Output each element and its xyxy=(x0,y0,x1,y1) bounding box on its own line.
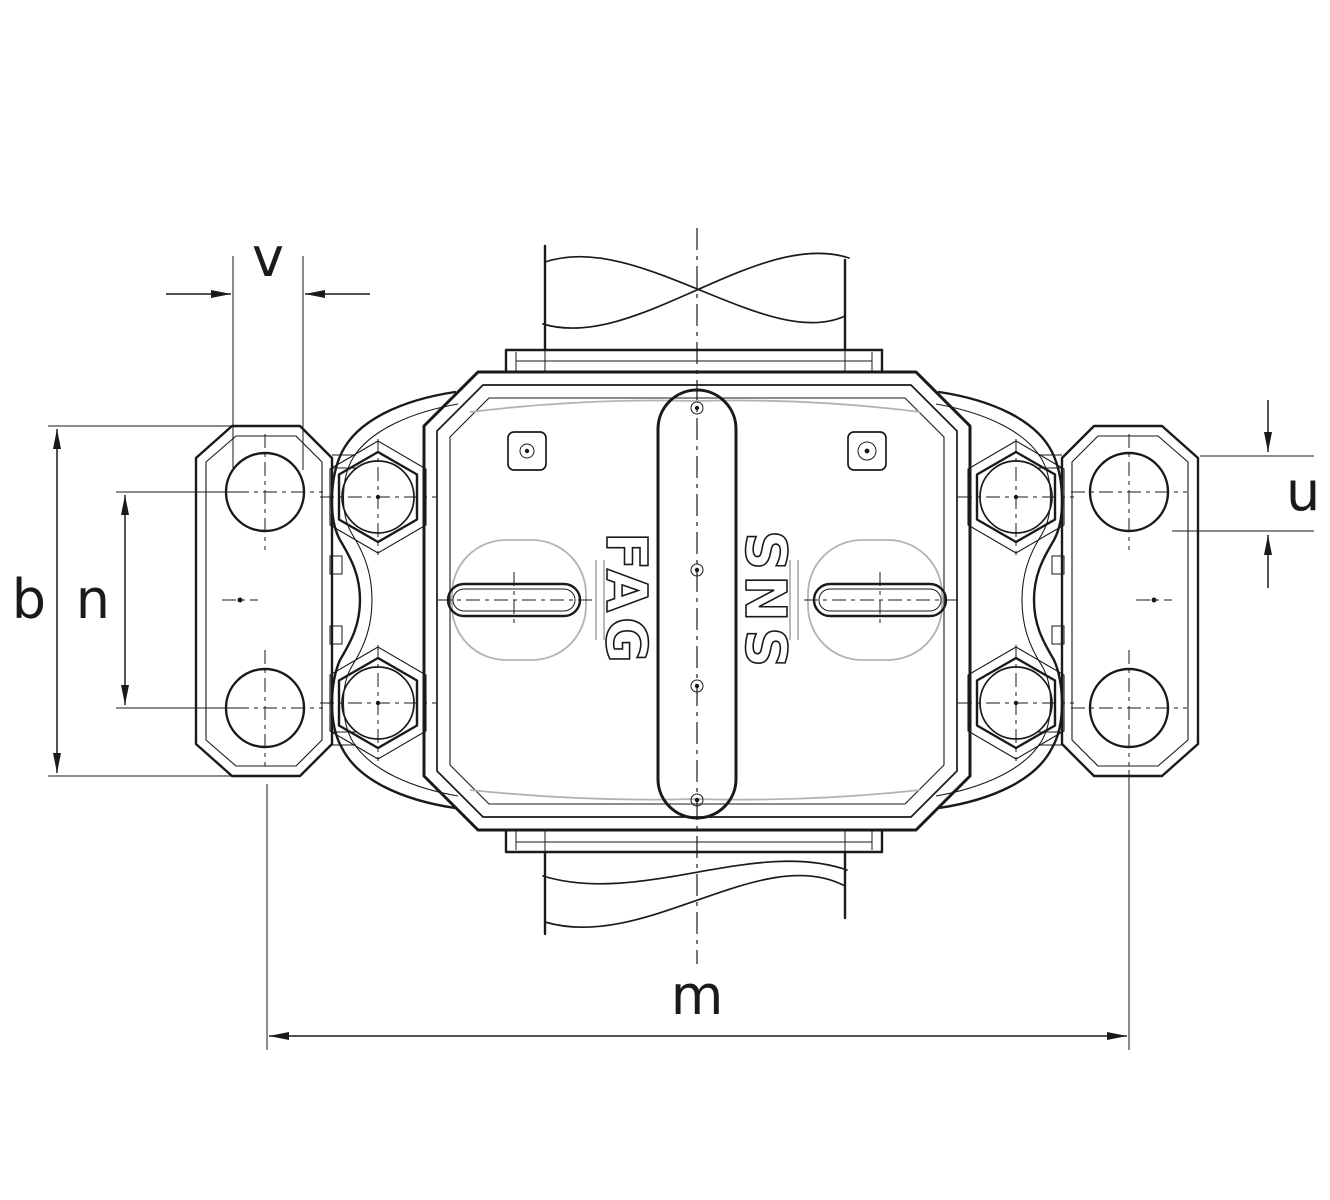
grease-boss-right xyxy=(804,539,958,661)
base-plate-left xyxy=(194,424,356,778)
shaft-bottom xyxy=(542,850,848,936)
hex-bolt-bottom-right xyxy=(958,645,1074,761)
housing-wing-right xyxy=(935,390,1065,810)
grease-boss-left xyxy=(438,539,592,661)
shaft-top xyxy=(542,244,850,352)
dimension-label-b: b xyxy=(12,568,46,631)
dimension-label-m: m xyxy=(671,964,724,1027)
hex-bolt-bottom-left xyxy=(320,645,436,761)
sns-series-text: SNS xyxy=(736,525,801,668)
screw-feature-left xyxy=(507,431,547,471)
dimension-u: u xyxy=(1172,400,1320,588)
brand-marks: FAG SNS xyxy=(592,524,802,669)
dimension-label-v: v xyxy=(252,226,284,289)
dimension-label-u: u xyxy=(1286,460,1320,523)
center-slot xyxy=(656,388,738,820)
dimension-n: n xyxy=(76,491,240,709)
dimension-label-n: n xyxy=(76,568,110,631)
dimension-m: m xyxy=(266,770,1130,1050)
seal-band-bottom xyxy=(504,828,884,854)
housing-body xyxy=(422,370,972,832)
fag-logo-text: FAG xyxy=(593,532,658,668)
hex-bolt-top-left xyxy=(320,439,436,555)
dimension-b: b xyxy=(12,425,240,777)
base-plate-right xyxy=(1038,424,1200,778)
dimension-v: v xyxy=(166,226,370,470)
seal-band-top xyxy=(504,348,884,374)
screw-feature-right xyxy=(847,431,887,471)
hex-bolt-top-right xyxy=(958,439,1074,555)
